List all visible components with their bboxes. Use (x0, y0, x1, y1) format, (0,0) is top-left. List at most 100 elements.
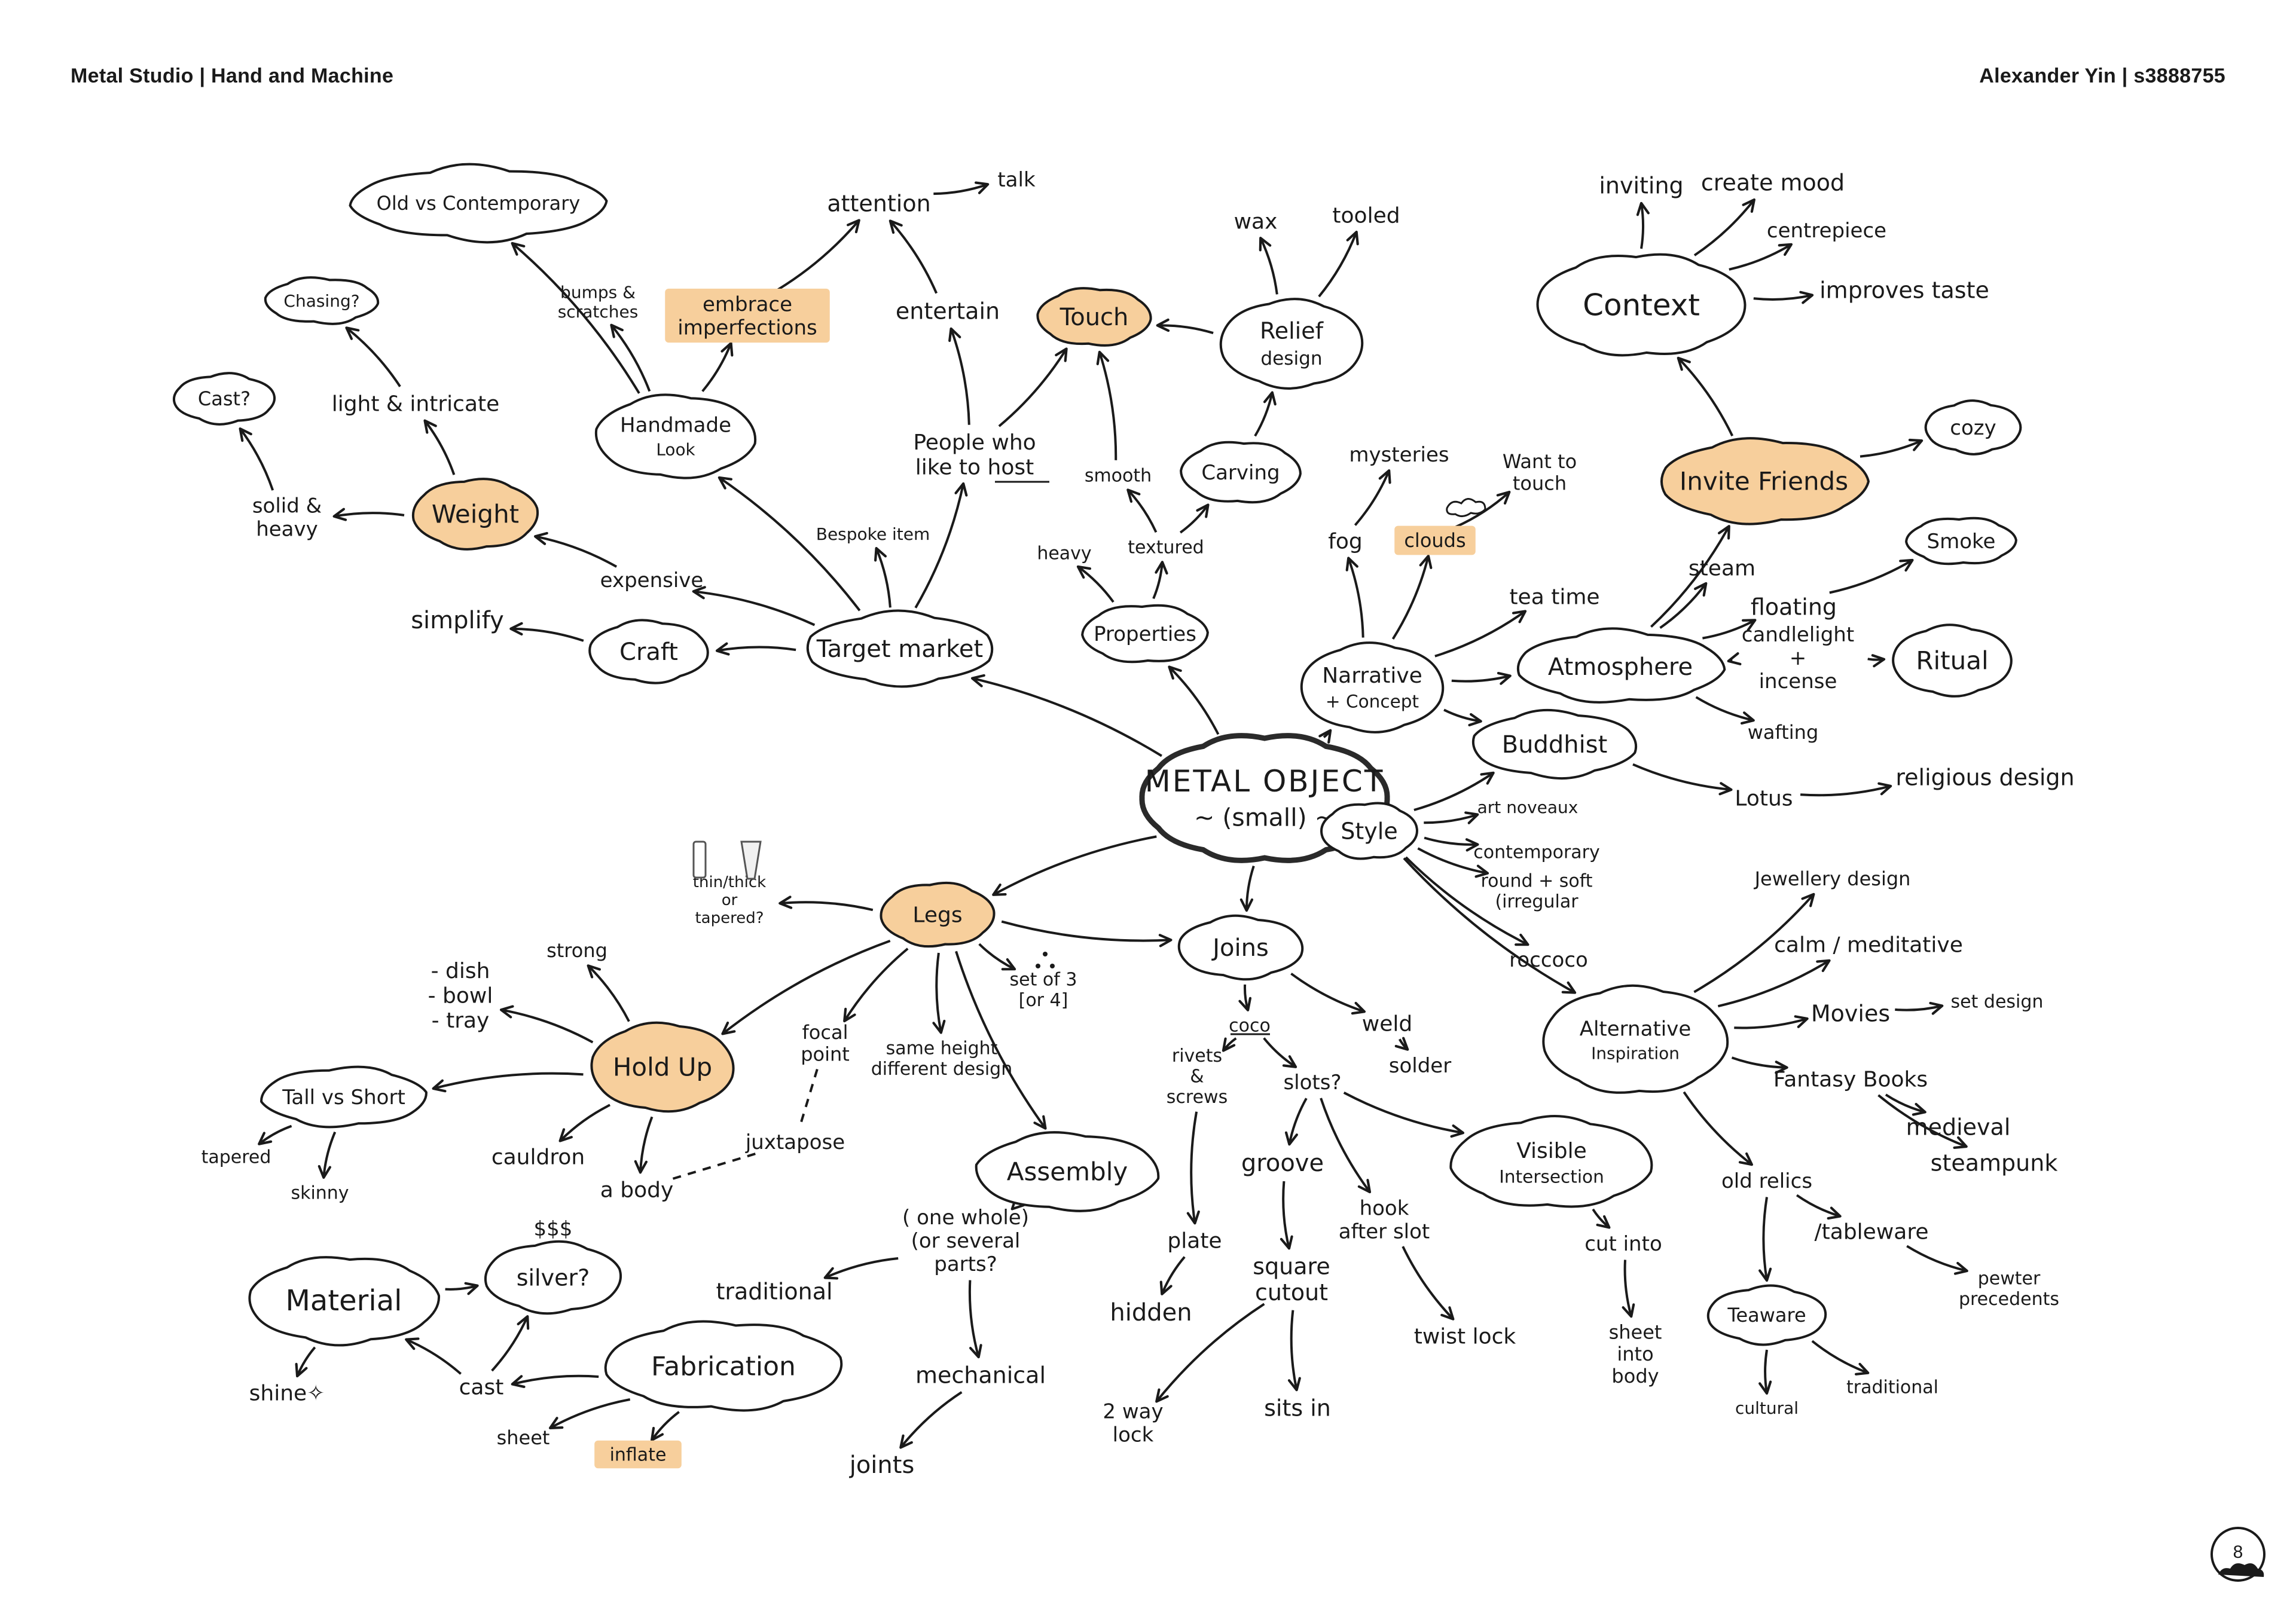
node-label-text: silver? (517, 1264, 590, 1291)
edge-properties-to-heavy (1076, 565, 1115, 603)
edge-context-to-centrepiece (1729, 243, 1793, 271)
node-textured: textured (1128, 537, 1204, 558)
node-buddhist: Buddhist (1471, 708, 1638, 780)
edge-metal-object-to-narrative (1318, 729, 1332, 744)
node-label-text: steam (1689, 557, 1755, 581)
node-cauldron: cauldron (491, 1145, 585, 1170)
node-label-text: /tableware (1815, 1220, 1929, 1245)
edge-old-relics-to-tableware (1796, 1194, 1842, 1220)
node-label-text: sheet (1609, 1321, 1662, 1343)
node-label-text: Hold Up (613, 1053, 712, 1082)
cloud-outline (880, 881, 996, 948)
edge-alt-insp-to-old-relics (1683, 1091, 1753, 1166)
edge-fabrication-to-cast (511, 1374, 599, 1389)
node-clouds-t: clouds (1394, 525, 1476, 555)
edge-slots-to-visible-int (1343, 1092, 1465, 1138)
edge-joins-to-coco (1238, 984, 1252, 1011)
node-fantasy: Fantasy Books (1773, 1068, 1928, 1092)
node-label-text: Target market (816, 635, 983, 663)
node-floating: floating (1751, 594, 1837, 620)
node-atmosphere: Atmosphere (1516, 627, 1726, 704)
node-label-text: calm / meditative (1774, 933, 1963, 958)
node-label-text: - dish (431, 959, 490, 983)
node-sub-text: after slot (1339, 1219, 1430, 1243)
node-label-text: Style (1341, 818, 1397, 844)
node-set-design: set design (1951, 992, 2044, 1013)
edge-solid-to-cast-q (239, 427, 274, 491)
node-label-text: tapered (201, 1147, 271, 1168)
node-sub-text: & (1190, 1066, 1204, 1087)
cloud-outline (411, 478, 539, 551)
node-light: light & intricate (332, 392, 500, 417)
node-old-vs: Old vs Contemporary (349, 163, 608, 244)
edge-legs-to-focal (843, 947, 909, 1023)
node-solid: solid &heavy (252, 494, 322, 541)
edge-legs-to-thin-thick (778, 895, 874, 912)
node-sub-text: point (801, 1043, 850, 1066)
node-label-text: cauldron (491, 1145, 585, 1170)
node-label-text: same height (886, 1038, 998, 1059)
node-label-text: a body (600, 1178, 674, 1203)
node-joins: Joins (1177, 914, 1304, 981)
node-assembly: Assembly (975, 1131, 1160, 1212)
edge-attention-to-talk (933, 181, 990, 195)
node-label-text: Smoke (1927, 530, 1996, 554)
edge-entertain-to-attention (889, 219, 938, 294)
edge-style-to-buddhist (1413, 771, 1495, 811)
edge-relief-to-wax (1259, 237, 1278, 295)
node-steampunk: steampunk (1931, 1150, 2058, 1176)
node-sub-text: - bowl (428, 984, 493, 1008)
edge-alt-insp-to-calm (1717, 959, 1831, 1008)
node-wafting: wafting (1748, 721, 1819, 744)
node-mysteries: mysteries (1349, 443, 1449, 467)
dot-icon (1036, 964, 1040, 968)
node-candlelight: candlelight+incense (1742, 623, 1854, 693)
node-narrative: Narrative+ Concept (1300, 641, 1445, 733)
node-label-text: joints (849, 1451, 915, 1479)
edge-relief-to-tooled (1318, 230, 1359, 298)
node-sub-text: like to host (915, 455, 1034, 479)
node-invite: Invite Friends (1660, 437, 1870, 525)
edge-style-to-art-noveaux (1424, 811, 1479, 824)
node-label-text: Old vs Contemporary (377, 192, 581, 215)
edge-craft-to-simplify (509, 622, 584, 642)
node-a-body: a body (600, 1178, 674, 1203)
edge-tall-short-to-skinny (317, 1131, 337, 1179)
edge-fantasy-to-steampunk (1877, 1094, 1968, 1150)
node-label-text: Material (286, 1284, 402, 1318)
node-tooled: tooled (1332, 204, 1400, 228)
node-twist: twist lock (1414, 1325, 1516, 1349)
node-label-text: Teaware (1727, 1304, 1806, 1326)
node-label-text: set of 3 (1010, 969, 1077, 990)
node-craft: Craft (588, 619, 709, 684)
node-label-text: Carving (1201, 461, 1280, 485)
node-jewellery: Jewellery design (1754, 867, 1911, 890)
edge-legs-to-hold-up (721, 940, 891, 1035)
edge-floating-to-smoke (1829, 558, 1914, 594)
edge-narrative-to-tea-time (1434, 610, 1527, 658)
node-label-text: religious design (1895, 764, 2074, 790)
node-target-market: Target market (806, 609, 994, 688)
cloud-outline (260, 1065, 428, 1129)
node-label-text: attention (827, 190, 930, 216)
node-dish: - dish- bowl- tray (428, 959, 493, 1033)
edge-square-to-two-way (1155, 1303, 1265, 1403)
edge-invite-to-cozy (1860, 438, 1923, 458)
edge-weight-to-light (423, 419, 456, 475)
node-ritual: Ritual (1892, 623, 2013, 698)
node-label-text: sheet (497, 1426, 550, 1449)
node-tapered: tapered (201, 1147, 271, 1168)
node-label-text: fog (1328, 530, 1363, 554)
node-label-text: Want to (1503, 450, 1577, 473)
node-sheet: sheet (497, 1426, 550, 1449)
edge-fog-to-mysteries (1354, 469, 1391, 526)
node-label-text: traditional (716, 1278, 832, 1304)
edge-hold-up-to-cauldron (558, 1104, 610, 1142)
cloud-outline (1905, 516, 2017, 566)
edge-metal-object-to-legs (992, 835, 1157, 896)
node-tea-time: tea time (1509, 585, 1599, 610)
edge-handmade-to-bumps (610, 323, 651, 392)
